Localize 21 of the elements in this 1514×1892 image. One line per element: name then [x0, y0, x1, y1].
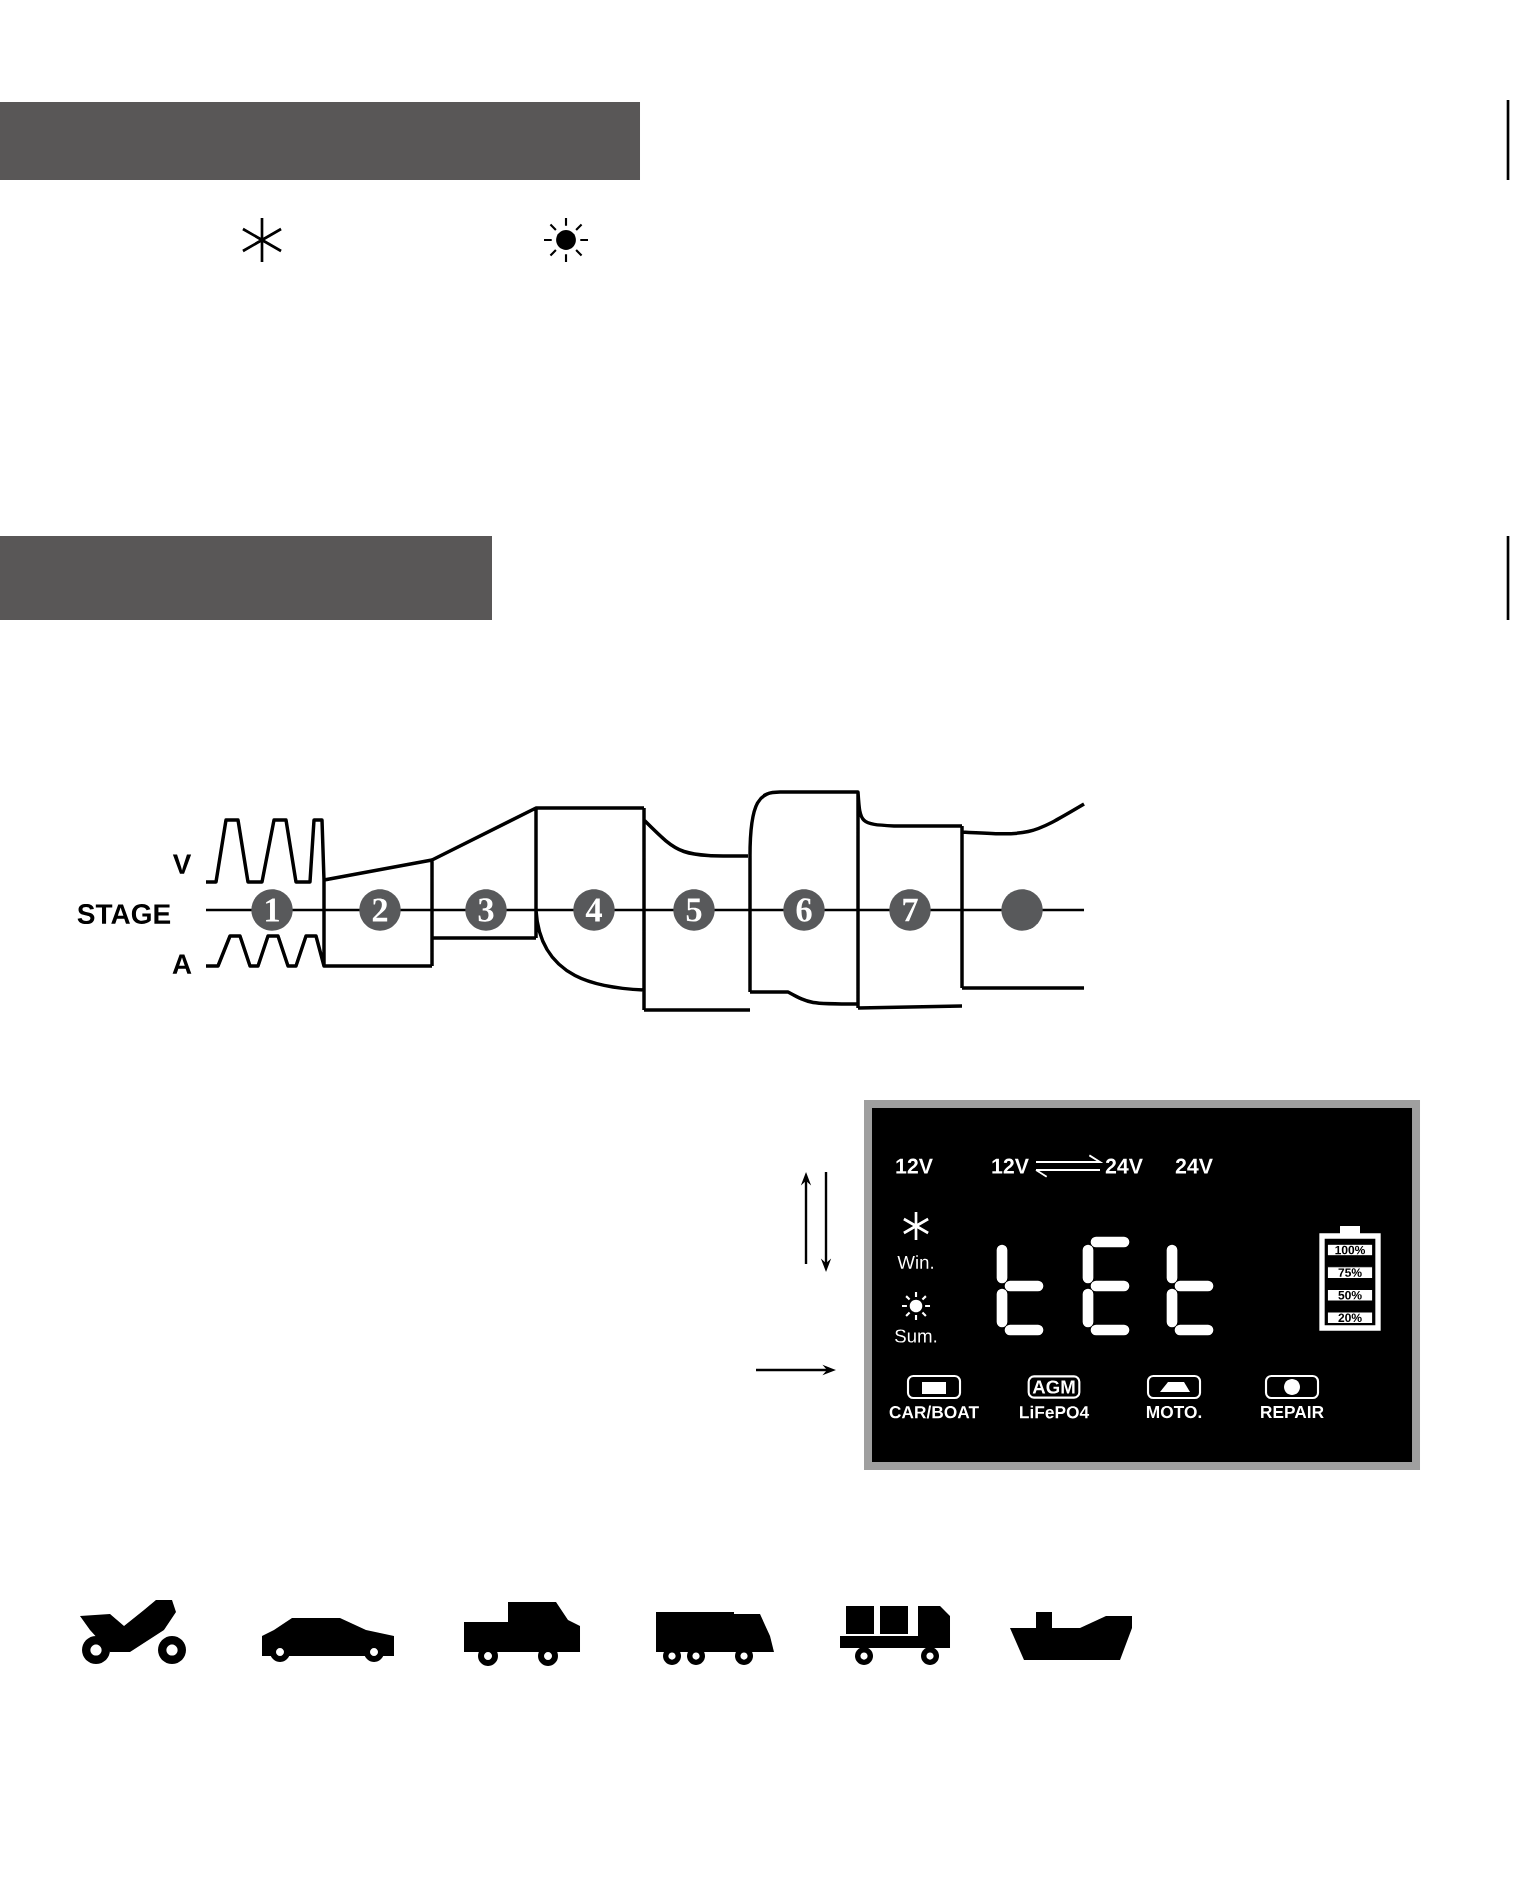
stage-number — [1001, 889, 1043, 931]
axis-label: A — [172, 954, 192, 974]
axis-label: STAGE — [77, 904, 171, 924]
axis-label: V — [172, 854, 192, 874]
display-label: 24V — [1175, 1158, 1213, 1174]
stage-number: 1 — [251, 889, 293, 931]
display-label: Win. — [897, 1255, 933, 1269]
display-label: 12V — [992, 1158, 1029, 1174]
stage-number: 2 — [359, 889, 401, 931]
display-label: Sum. — [895, 1329, 937, 1343]
display-label: CAR/BOAT — [889, 1405, 979, 1419]
display-label: 12V — [896, 1158, 933, 1174]
mode-box: AGM — [1027, 1375, 1081, 1399]
display-label: REPAIR — [1261, 1406, 1324, 1418]
stage-number: 4 — [573, 889, 615, 931]
stage-number: 3 — [465, 889, 507, 931]
display-label: MOTO. — [1146, 1405, 1202, 1419]
display-label: 24V — [1105, 1158, 1143, 1174]
stage-number: 5 — [673, 889, 715, 931]
stage-number: 7 — [889, 889, 931, 931]
stage-number: 6 — [783, 889, 825, 931]
